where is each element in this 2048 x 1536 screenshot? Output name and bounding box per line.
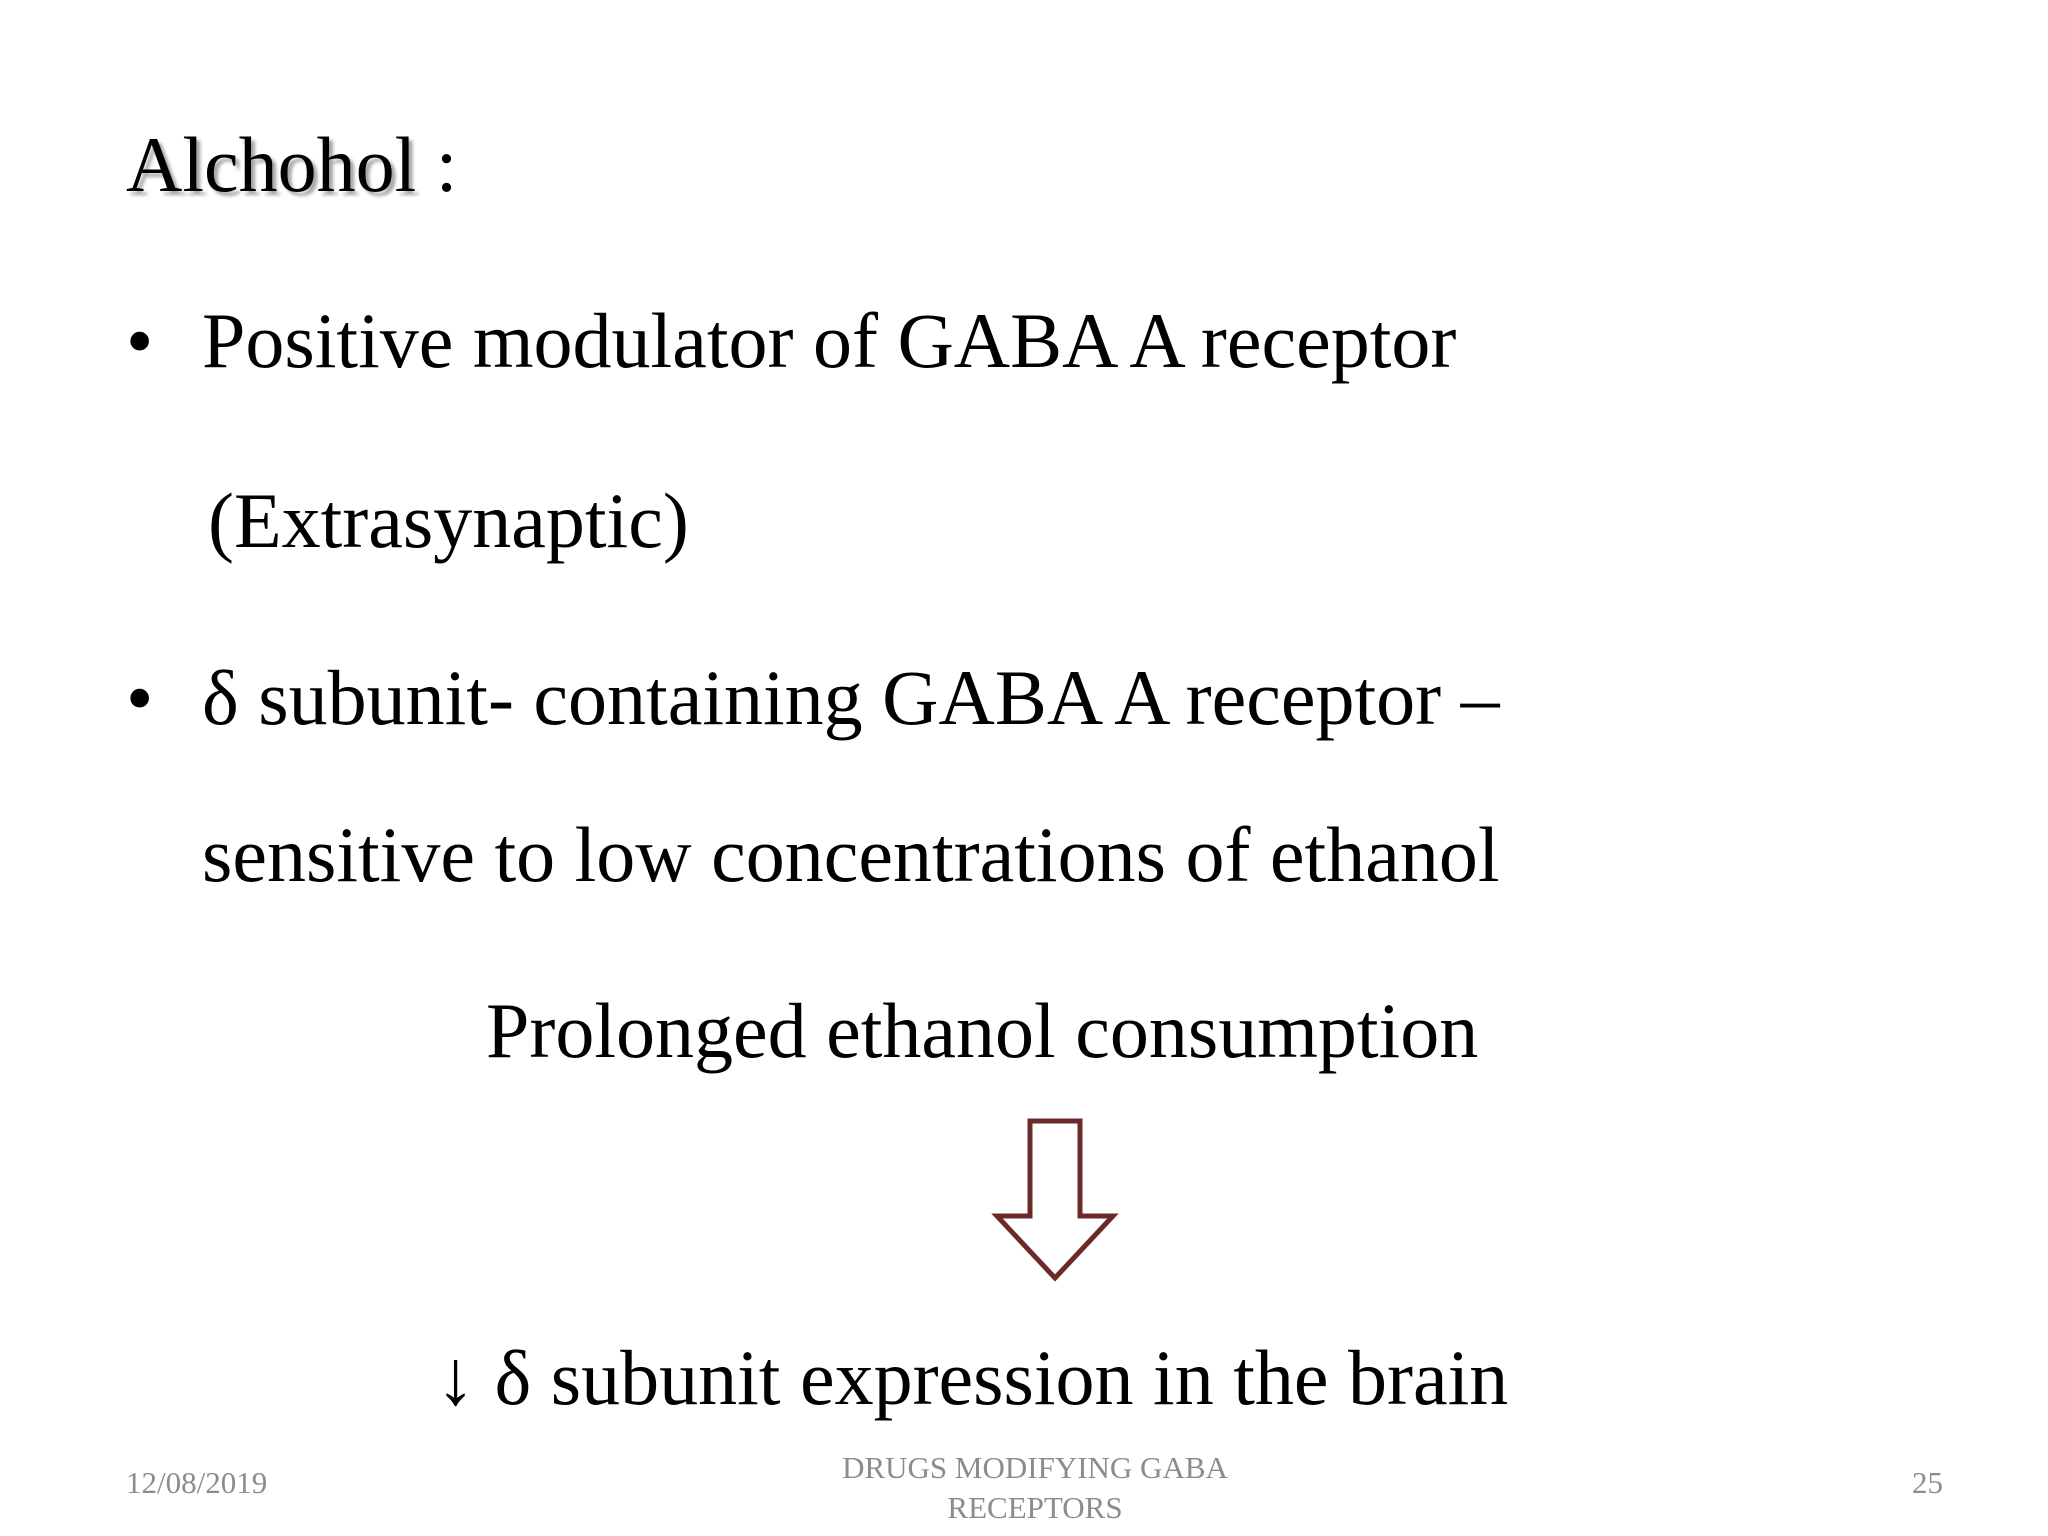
- footer-date: 12/08/2019: [126, 1465, 268, 1500]
- footer-title-line-2: RECEPTORS: [947, 1490, 1123, 1526]
- bullet-item-2-continuation: sensitive to low concentrations of ethan…: [202, 811, 1500, 898]
- footer-title: DRUGS MODIFYING GABA RECEPTORS: [790, 1448, 1280, 1529]
- bullet-item-1: • Positive modulator of GABA A receptor: [126, 298, 1456, 384]
- flow-cause-text: Prolonged ethanol consumption: [486, 987, 1479, 1074]
- slide-title: Alchohol :: [126, 122, 457, 208]
- bullet-dot: •: [126, 297, 154, 384]
- slide-title-suffix: :: [416, 121, 458, 208]
- hollow-down-arrow-icon: [991, 1118, 1119, 1282]
- bullet-item-1-continuation: (Extrasynaptic): [208, 477, 689, 564]
- bullet-dot: •: [126, 654, 154, 741]
- footer-page-number: 25: [1912, 1465, 1943, 1500]
- flow-effect-text: ↓ δ subunit expression in the brain: [436, 1334, 1509, 1421]
- footer-title-line-1: DRUGS MODIFYING GABA: [842, 1450, 1228, 1485]
- slide-title-word: Alchohol: [126, 121, 417, 208]
- bullet-item-2-text: δ subunit- containing GABA A receptor –: [202, 654, 1500, 741]
- bullet-item-2: • δ subunit- containing GABA A receptor –: [126, 655, 1500, 741]
- bullet-item-1-text: Positive modulator of GABA A receptor: [202, 297, 1457, 384]
